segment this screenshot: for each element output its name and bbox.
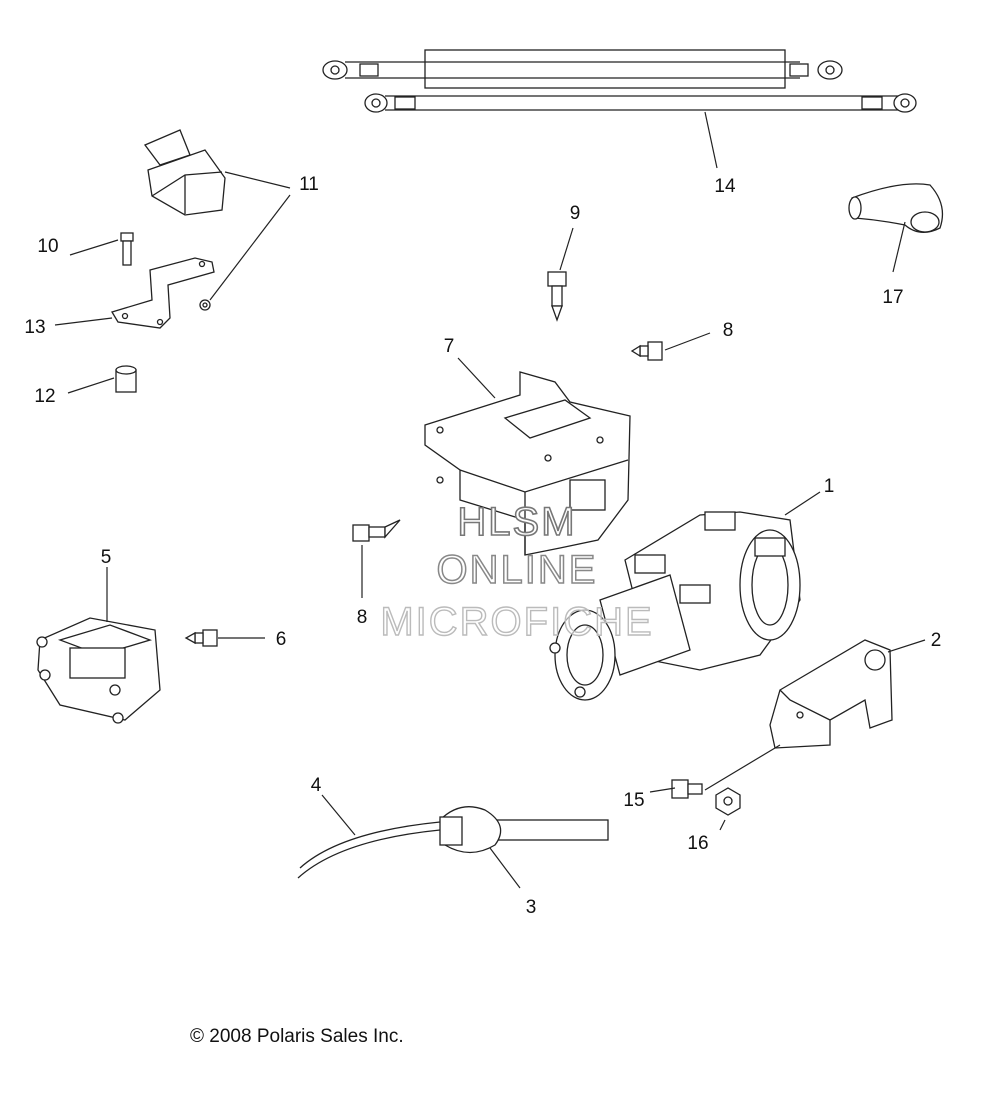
winch-assembly — [549, 511, 801, 701]
copyright-notice: © 2008 Polaris Sales Inc. — [190, 1026, 404, 1047]
callout-1: 1 — [824, 476, 835, 497]
callout-5: 5 — [101, 547, 112, 568]
callout-12: 12 — [34, 386, 55, 407]
callout-11: 11 — [299, 174, 319, 195]
spacer-12 — [115, 365, 137, 393]
watermark-line1: HLSM — [457, 500, 576, 544]
callout-2: 2 — [931, 630, 942, 651]
bolt-10 — [120, 232, 134, 266]
callout-3: 3 — [526, 897, 537, 918]
bracket-13 — [111, 257, 215, 329]
winch-contactor — [36, 617, 161, 724]
callout-17: 17 — [882, 287, 903, 308]
callouts: 1 2 3 4 5 6 7 8 8 9 10 11 12 13 14 15 16… — [24, 174, 941, 918]
callout-10: 10 — [37, 236, 58, 257]
bolt-6 — [184, 629, 218, 647]
callout-4: 4 — [311, 775, 322, 796]
callout-8-lower: 8 — [357, 607, 368, 628]
small-nut — [199, 299, 211, 311]
nut-16 — [715, 787, 741, 816]
bolt-15 — [671, 779, 703, 799]
callout-9: 9 — [570, 203, 581, 224]
battery-cable-upper — [322, 49, 843, 89]
callout-13: 13 — [24, 317, 45, 338]
watermark-line2: ONLINE — [437, 548, 598, 592]
bolt-9 — [547, 271, 567, 322]
bolt-8-upper — [630, 341, 663, 361]
terminal-boot — [848, 183, 944, 233]
fuse-box-cover — [143, 129, 226, 216]
bolt-8-lower — [352, 519, 401, 542]
callout-16: 16 — [687, 833, 708, 854]
callout-7: 7 — [444, 336, 455, 357]
winch-cable — [297, 819, 609, 879]
callout-15: 15 — [623, 790, 644, 811]
fairlead-mount — [769, 639, 893, 749]
callout-6: 6 — [276, 629, 287, 650]
watermark: HLSM ONLINE MICROFICHE — [380, 499, 653, 645]
battery-cable-lower — [364, 93, 917, 113]
callout-14: 14 — [714, 176, 736, 197]
callout-8-upper: 8 — [723, 320, 734, 341]
winch-mount-bracket — [424, 371, 631, 556]
winch-hook — [439, 806, 502, 854]
watermark-line3: MICROFICHE — [380, 600, 653, 644]
